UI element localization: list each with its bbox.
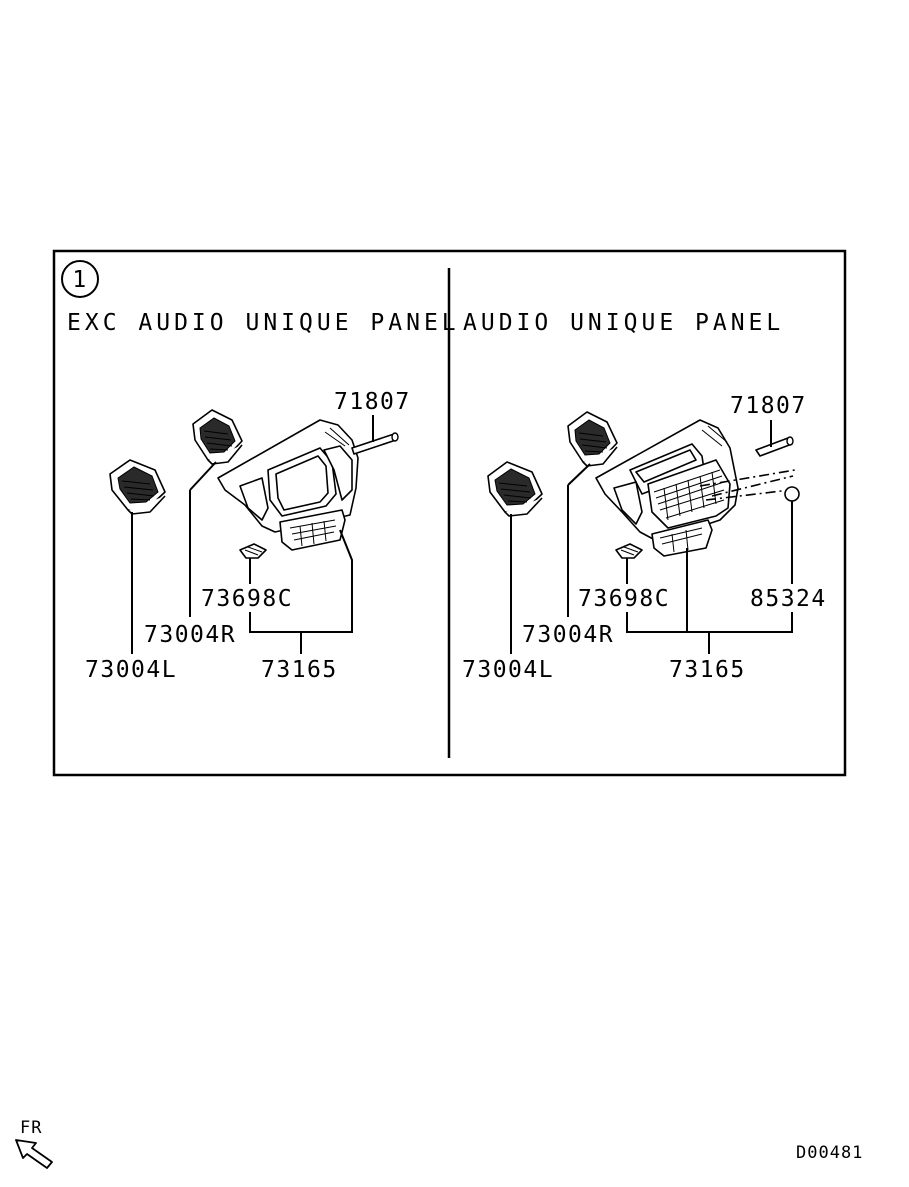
bracket-73165-right <box>626 612 793 633</box>
front-direction-indicator: FR <box>15 1118 53 1169</box>
leader-73004r-right <box>567 463 591 486</box>
projection-lines-85324 <box>699 469 796 501</box>
diagram-frame <box>52 249 847 777</box>
left-panel-title: EXC AUDIO UNIQUE PANEL <box>67 310 460 336</box>
index-marker-number: 1 <box>72 267 87 293</box>
right-air-vent-73004r <box>192 409 243 465</box>
label-73698c-right: 73698C <box>578 586 670 612</box>
label-73004l-right: 73004L <box>462 657 554 683</box>
index-marker: 1 <box>61 260 99 298</box>
right-panel: 71807 85324 73698C 73004R 73004L 73165 <box>462 393 827 683</box>
label-73165-right: 73165 <box>669 657 746 683</box>
label-73004r-right: 73004R <box>522 622 614 648</box>
right-panel-title: AUDIO UNIQUE PANEL <box>463 310 784 336</box>
left-air-vent-73004l <box>109 459 166 515</box>
bracket-73165-left <box>249 529 353 633</box>
part-85324 <box>784 486 800 502</box>
screw-71807-right <box>755 436 794 457</box>
diagram-code: D00481 <box>796 1143 863 1163</box>
label-71807-left: 71807 <box>334 389 411 415</box>
left-air-vent-73004l-right <box>487 461 543 517</box>
center-panel-73165-right <box>595 419 739 557</box>
label-73004r-left: 73004R <box>144 622 236 648</box>
clip-73698c-left <box>239 543 267 559</box>
left-panel: 71807 73698C 73004R 73004L 73165 <box>85 389 411 683</box>
front-direction-label: FR <box>20 1118 42 1138</box>
center-panel-73165 <box>217 419 359 551</box>
label-73004l-left: 73004L <box>85 657 177 683</box>
label-85324: 85324 <box>750 586 827 612</box>
right-air-vent-73004r-right <box>567 411 618 467</box>
screw-71807-left <box>351 432 399 455</box>
clip-73698c-right <box>615 543 643 559</box>
label-71807-right: 71807 <box>730 393 807 419</box>
label-73698c-left: 73698C <box>201 586 293 612</box>
leader-73004r-left <box>189 461 217 491</box>
label-73165-left: 73165 <box>261 657 338 683</box>
front-arrow-icon <box>15 1139 53 1169</box>
